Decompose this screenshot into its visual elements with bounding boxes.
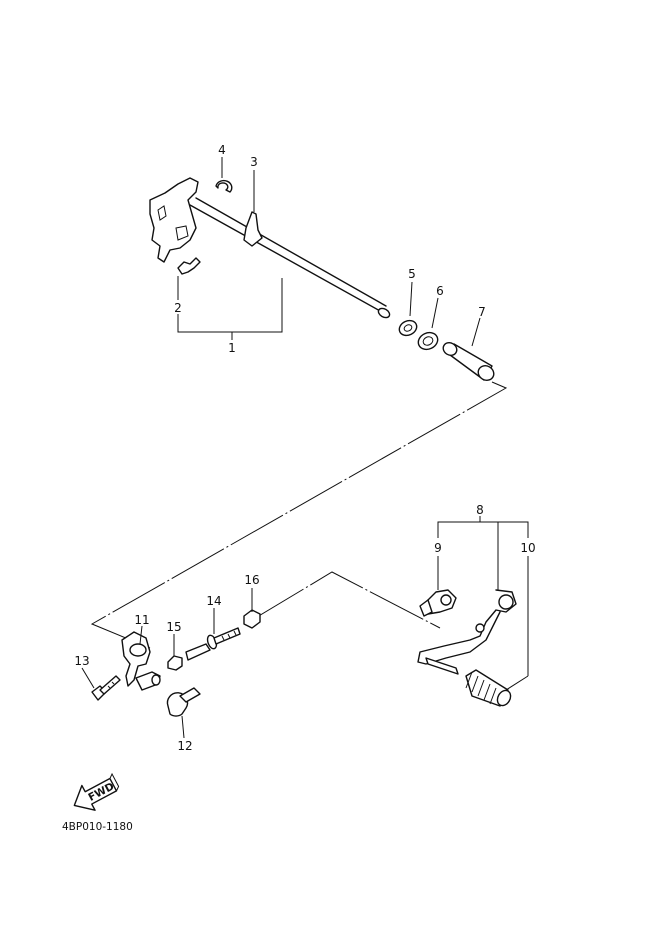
return-spring [243, 211, 263, 247]
nut [167, 655, 183, 671]
leader-11 [139, 625, 143, 645]
washer [398, 319, 418, 337]
assembly-line-upper [90, 381, 508, 649]
oil-seal [417, 331, 439, 351]
callout-3: 3 [250, 155, 258, 169]
callout-16: 16 [244, 573, 259, 587]
callout-1: 1 [228, 341, 236, 355]
leader-13 [81, 667, 95, 689]
callout-10: 10 [520, 541, 535, 555]
callout-14: 14 [206, 594, 221, 608]
shift-pedal-assembly [417, 516, 529, 707]
fwd-arrow-icon: FWD [73, 772, 120, 811]
assembly-line-lower [251, 571, 441, 629]
shift-link-parts [81, 588, 261, 739]
callout-8: 8 [476, 503, 484, 517]
leader-6 [431, 297, 439, 329]
locknut [243, 609, 261, 629]
callout-5: 5 [408, 267, 416, 281]
shift-shaft [189, 204, 383, 313]
callout-9: 9 [434, 541, 442, 555]
shift-rod [185, 643, 211, 661]
leader-5 [409, 281, 413, 317]
callout-7: 7 [478, 305, 486, 319]
pawl-spring [177, 257, 201, 275]
callout-4: 4 [218, 143, 226, 157]
diagram-code: 4BP010-1180 [62, 821, 133, 833]
callout-2: 2 [174, 301, 182, 315]
shift-arm [149, 177, 199, 263]
leader-8-bracket [437, 521, 529, 538]
circlip [215, 179, 233, 193]
leader-1-bracket [177, 278, 283, 333]
callout-6: 6 [436, 284, 444, 298]
callout-11: 11 [134, 613, 149, 627]
shift-shaft-assembly [149, 157, 495, 381]
callout-13: 13 [74, 654, 89, 668]
leader-7 [471, 317, 481, 347]
callout-12: 12 [177, 739, 192, 753]
leader-12 [181, 715, 185, 739]
callout-15: 15 [166, 620, 181, 634]
